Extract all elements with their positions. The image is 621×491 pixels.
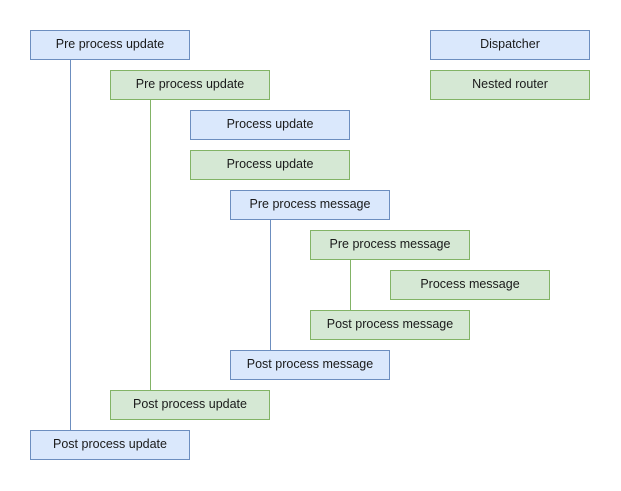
legend-item-nested-router[interactable]: Nested router <box>430 70 590 100</box>
edge-pre-message-to-post-message-dispatcher <box>270 220 271 350</box>
node-post-process-update-router[interactable]: Post process update <box>110 390 270 420</box>
node-post-process-message-dispatcher[interactable]: Post process message <box>230 350 390 380</box>
node-pre-process-message-dispatcher[interactable]: Pre process message <box>230 190 390 220</box>
edge-pre-update-to-post-update-router <box>150 100 151 390</box>
node-pre-process-message-router[interactable]: Pre process message <box>310 230 470 260</box>
node-process-update-router[interactable]: Process update <box>190 150 350 180</box>
edge-pre-update-to-post-update-dispatcher <box>70 60 71 430</box>
node-post-process-update-dispatcher[interactable]: Post process update <box>30 430 190 460</box>
node-post-process-message-router[interactable]: Post process message <box>310 310 470 340</box>
node-pre-process-update-router[interactable]: Pre process update <box>110 70 270 100</box>
node-pre-process-update-dispatcher[interactable]: Pre process update <box>30 30 190 60</box>
node-process-update-dispatcher[interactable]: Process update <box>190 110 350 140</box>
node-process-message-router[interactable]: Process message <box>390 270 550 300</box>
legend-item-dispatcher[interactable]: Dispatcher <box>430 30 590 60</box>
edge-pre-message-to-post-message-router <box>350 260 351 310</box>
